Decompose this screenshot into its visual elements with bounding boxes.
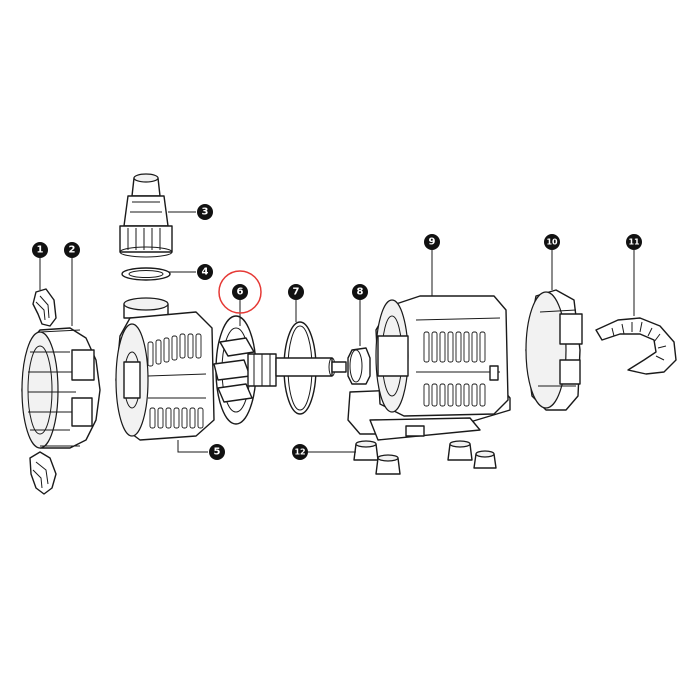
callout-10-label: 10 (546, 238, 558, 247)
part-1-clips (29, 288, 57, 495)
part-10-rear-cap (525, 289, 583, 411)
clip-top (32, 288, 57, 327)
foot-d (473, 450, 497, 469)
callout-11: 11 (626, 234, 642, 250)
callout-12-label: 12 (294, 448, 305, 457)
callout-2-label: 2 (69, 245, 76, 256)
callout-5-label: 5 (214, 447, 221, 458)
part-5-pump-housing (115, 297, 215, 441)
callout-4-label: 4 (202, 267, 209, 278)
callout-6-label: 6 (237, 287, 244, 298)
callout-7: 7 (288, 284, 304, 300)
callout-3-label: 3 (202, 207, 209, 218)
callout-11-label: 11 (628, 238, 640, 247)
leader-lines (39, 211, 635, 453)
part-8-bushing (347, 347, 371, 385)
callout-6: 6 (218, 270, 262, 314)
callout-7-label: 7 (293, 287, 300, 298)
part-12-feet (353, 440, 497, 475)
part-3-hose-fitting (119, 173, 173, 258)
callout-3: 3 (197, 204, 213, 220)
part-2-front-cover (21, 327, 101, 449)
callout-12: 12 (292, 444, 308, 460)
callout-5: 5 (209, 444, 225, 460)
callout-badges: 1 2 3 4 5 6 7 8 (32, 204, 642, 460)
callout-9-label: 9 (429, 237, 436, 248)
callout-8-label: 8 (357, 287, 364, 298)
part-7-shaft-oring (275, 321, 347, 415)
callout-10: 10 (544, 234, 560, 250)
part-11-bracket (595, 317, 677, 375)
foot-b (375, 454, 401, 475)
part-4-washer (121, 267, 171, 281)
foot-a (353, 440, 379, 461)
part-9-motor-body (347, 295, 511, 441)
foot-c (447, 440, 473, 461)
callout-9: 9 (424, 234, 440, 250)
leader-5 (177, 440, 208, 453)
callout-1: 1 (32, 242, 48, 258)
motor-vent-slots (423, 331, 486, 407)
housing-vent-slots (147, 333, 204, 429)
callout-8: 8 (352, 284, 368, 300)
callout-4: 4 (197, 264, 213, 280)
clip-bottom (29, 451, 57, 495)
callout-2: 2 (64, 242, 80, 258)
callout-6-highlight-ring (218, 270, 262, 314)
part-6-impeller (213, 315, 277, 425)
callout-1-label: 1 (37, 245, 44, 256)
